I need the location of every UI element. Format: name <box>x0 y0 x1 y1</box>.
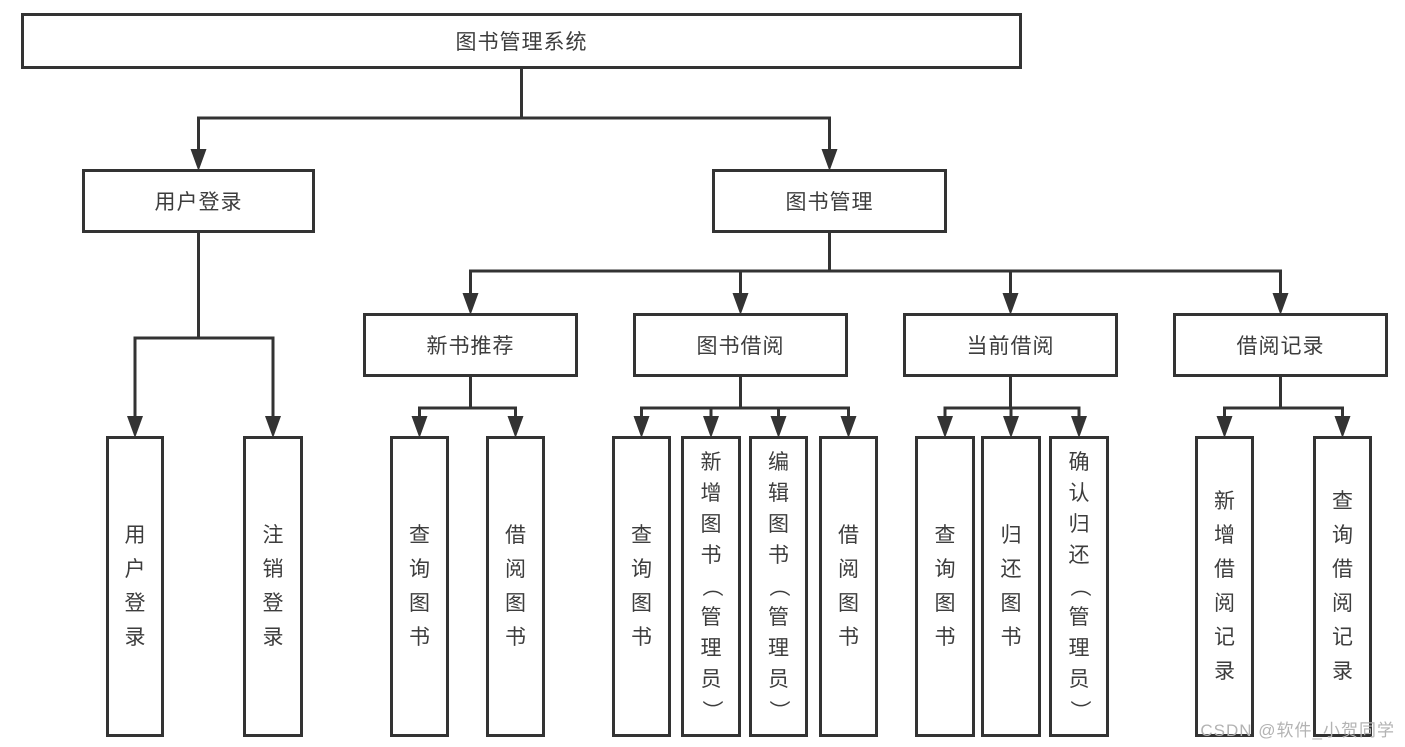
leaf-borrow-books-newbook: 借阅图书 <box>486 436 545 737</box>
leaf-user-login: 用户登录 <box>106 436 164 737</box>
leaf-add-books-admin: 新增图书（管理员） <box>681 436 741 737</box>
leaf-confirm-return-admin: 确认归还（管理员） <box>1049 436 1109 737</box>
node-book-borrowing: 图书借阅 <box>633 313 848 377</box>
leaf-edit-books-admin: 编辑图书（管理员） <box>749 436 808 737</box>
node-book-management: 图书管理 <box>712 169 947 233</box>
leaf-query-books-newbook: 查询图书 <box>390 436 449 737</box>
leaf-query-books-current: 查询图书 <box>915 436 975 737</box>
node-current-borrowing: 当前借阅 <box>903 313 1118 377</box>
node-borrowing-records: 借阅记录 <box>1173 313 1388 377</box>
watermark: CSDN @软件_小贺同学 <box>1200 721 1395 740</box>
node-new-book-recommend: 新书推荐 <box>363 313 578 377</box>
leaf-add-borrow-record: 新增借阅记录 <box>1195 436 1254 737</box>
leaf-query-borrow-record: 查询借阅记录 <box>1313 436 1372 737</box>
leaf-logout: 注销登录 <box>243 436 303 737</box>
leaf-borrow-books: 借阅图书 <box>819 436 878 737</box>
leaf-return-books: 归还图书 <box>981 436 1041 737</box>
leaf-query-books-borrow: 查询图书 <box>612 436 671 737</box>
node-system-root: 图书管理系统 <box>21 13 1022 69</box>
node-user-login-group: 用户登录 <box>82 169 315 233</box>
